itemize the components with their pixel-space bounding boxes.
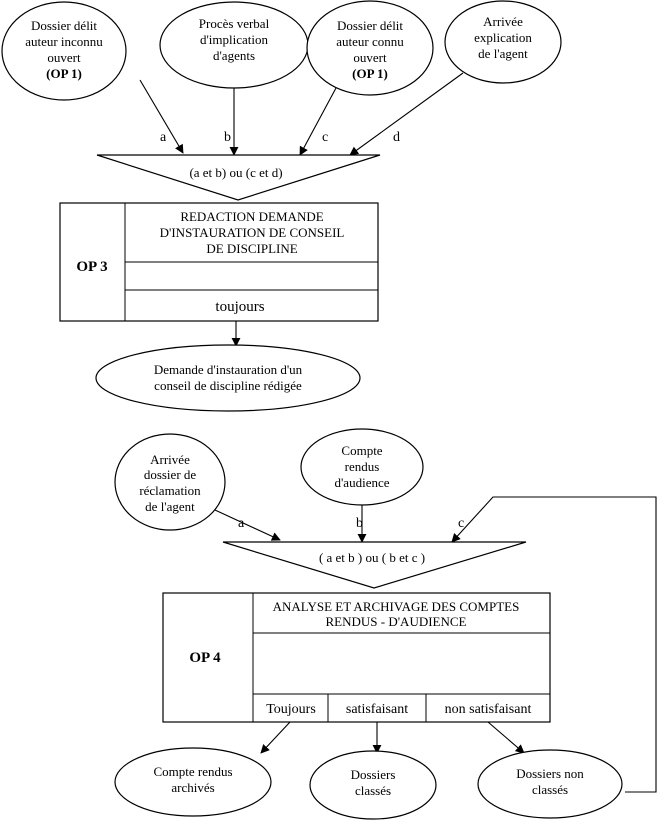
op3-label: OP 3 [76,259,107,275]
op4-input-2-line-3: d'audience [334,475,389,490]
op4-output-event-3: Dossiers non classés [477,749,623,819]
op4-input-2-line-2: rendus [345,459,380,474]
op3-output-line-2: conseil de discipline rédigée [154,378,302,393]
op4-operation-box: OP 4 ANALYSE ET ARCHIVAGE DES COMPTES RE… [162,592,551,723]
op4-input-event-2: Compte rendus d'audience [300,428,424,506]
op4-title-line-2: RENDUS - D'AUDIENCE [325,614,466,629]
op3-title-line-1: REDACTION DEMANDE [180,209,323,224]
op4-output-event-1: Compte rendus archivés [114,747,272,817]
op3-synchronization [96,154,381,201]
op3-input-3-line-3: ouvert [353,50,387,65]
op4-output-3-line-1: Dossiers non [516,766,584,781]
op3-arrow-label-c: c [322,130,328,145]
op3-input-event-1: Dossier délit auteur inconnu ouvert (OP … [1,1,127,101]
op3-input-2-line-3: d'agents [213,48,255,63]
op4-synchro-condition: ( a et b ) ou ( b et c ) [319,550,425,565]
op3-title-line-3: DE DISCIPLINE [206,241,297,256]
op4-input-1-line-3: réclamation [139,483,201,498]
op4-output-arrow-1 [260,721,291,754]
op3-operation-box: OP 3 REDACTION DEMANDE D'INSTAURATION DE… [59,202,379,322]
op4-input-1-line-1: Arrivée [150,452,190,467]
op3-arrow-a [139,79,184,154]
op3-input-3-line-1: Dossier délit [337,18,403,33]
op3-arrow-label-d: d [393,130,400,145]
op3-input-2-line-2: d'implication [200,32,269,47]
op4-arrow-a [214,509,281,541]
op3-arrow-c [299,87,337,156]
op3-input-1-line-1: Dossier délit [31,18,97,33]
op3-input-1-line-2: auteur inconnu [25,34,103,49]
op3-title-line-2: D'INSTAURATION DE CONSEIL [160,225,345,240]
op3-synchro-condition: (a et b) ou (c et d) [189,165,282,180]
op4-arrow-label-b: b [356,516,363,531]
op4-title-line-1: ANALYSE ET ARCHIVAGE DES COMPTES [273,599,520,614]
op3-input-2-line-1: Procès verbal [199,16,270,31]
op3-input-3-line-2: auteur connu [336,34,404,49]
op4-arrow-label-a: a [238,516,245,531]
op4-input-event-1: Arrivée dossier de réclamation de l'agen… [114,433,226,531]
op4-output-1-line-1: Compte rendus [153,764,232,779]
op4-output-1-line-2: archivés [171,780,214,795]
op4-input-1-line-2: dossier de [144,467,197,482]
op3-input-event-2: Procès verbal d'implication d'agents [159,1,309,89]
op3-arrow-label-a: a [160,130,167,145]
op3-input-4-line-3: de l'agent [478,46,528,61]
op4-rule-satisfaisant: satisfaisant [346,702,408,717]
op4-synchronization [222,541,527,589]
op3-input-1-op-ref: (OP 1) [46,66,82,81]
op4-input-2-line-1: Compte [341,443,382,458]
op4-rule-non-satisfaisant: non satisfaisant [445,702,532,717]
op4-label: OP 4 [189,650,221,666]
op3-output-line-1: Demande d'instauration d'un [154,362,303,377]
op4-arrow-label-c: c [458,516,464,531]
op3-input-event-3: Dossier délit auteur connu ouvert (OP 1) [306,0,434,96]
op4-output-2-line-2: classés [355,783,391,798]
op4-output-arrow-3 [487,721,525,754]
op3-output-event: Demande d'instauration d'un conseil de d… [95,344,361,412]
op3-input-4-line-1: Arrivée [483,14,523,29]
op3-emission-rule: toujours [215,299,264,315]
op4-output-2-line-1: Dossiers [351,767,396,782]
op3-arrow-d [349,72,464,156]
op3-input-3-op-ref: (OP 1) [352,66,388,81]
op3-input-1-line-3: ouvert [47,50,81,65]
op4-output-event-2: Dossiers classés [309,750,437,820]
op4-rule-toujours: Toujours [266,702,316,717]
op3-input-4-line-2: explication [474,30,532,45]
op3-arrow-label-b: b [224,130,231,145]
op4-output-3-line-2: classés [532,782,568,797]
op4-input-1-line-4: de l'agent [145,499,195,514]
op4-arrow-c-feedback [451,496,657,793]
op3-input-event-4: Arrivée explication de l'agent [444,0,562,84]
